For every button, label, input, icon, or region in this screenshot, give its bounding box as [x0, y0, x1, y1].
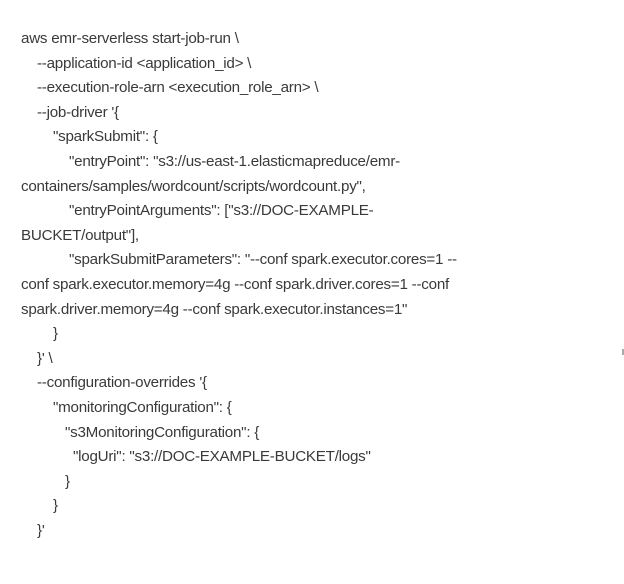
code-line: --application-id <application_id> \ — [37, 54, 252, 72]
code-line: "entryPointArguments": ["s3://DOC-EXAMPL… — [69, 202, 374, 220]
code-line: "entryPoint": "s3://us-east-1.elasticmap… — [69, 153, 400, 170]
code-line: conf spark.executor.memory=4g --conf spa… — [21, 276, 449, 293]
margin-mark — [622, 349, 624, 355]
code-line: BUCKET/output"], — [21, 226, 139, 244]
code-line: spark.driver.memory=4g --conf spark.exec… — [21, 300, 408, 318]
code-line: } — [53, 325, 58, 343]
code-line: }' \ — [37, 349, 53, 367]
code-line: "sparkSubmit": { — [53, 128, 158, 146]
code-line: } — [65, 472, 70, 490]
code-line: "sparkSubmitParameters": "--conf spark.e… — [69, 251, 457, 269]
code-line: }' — [37, 522, 45, 539]
code-line: --configuration-overrides '{ — [37, 374, 207, 392]
code-line: "logUri": "s3://DOC-EXAMPLE-BUCKET/logs" — [73, 448, 371, 466]
code-line: "s3MonitoringConfiguration": { — [65, 423, 260, 441]
code-line: "monitoringConfiguration": { — [53, 399, 232, 416]
code-line: aws emr-serverless start-job-run \ — [21, 30, 239, 47]
code-line: --execution-role-arn <execution_role_arn… — [37, 79, 319, 97]
code-line: containers/samples/wordcount/scripts/wor… — [21, 177, 366, 195]
code-line: --job-driver '{ — [37, 103, 119, 121]
code-line: } — [53, 497, 58, 515]
